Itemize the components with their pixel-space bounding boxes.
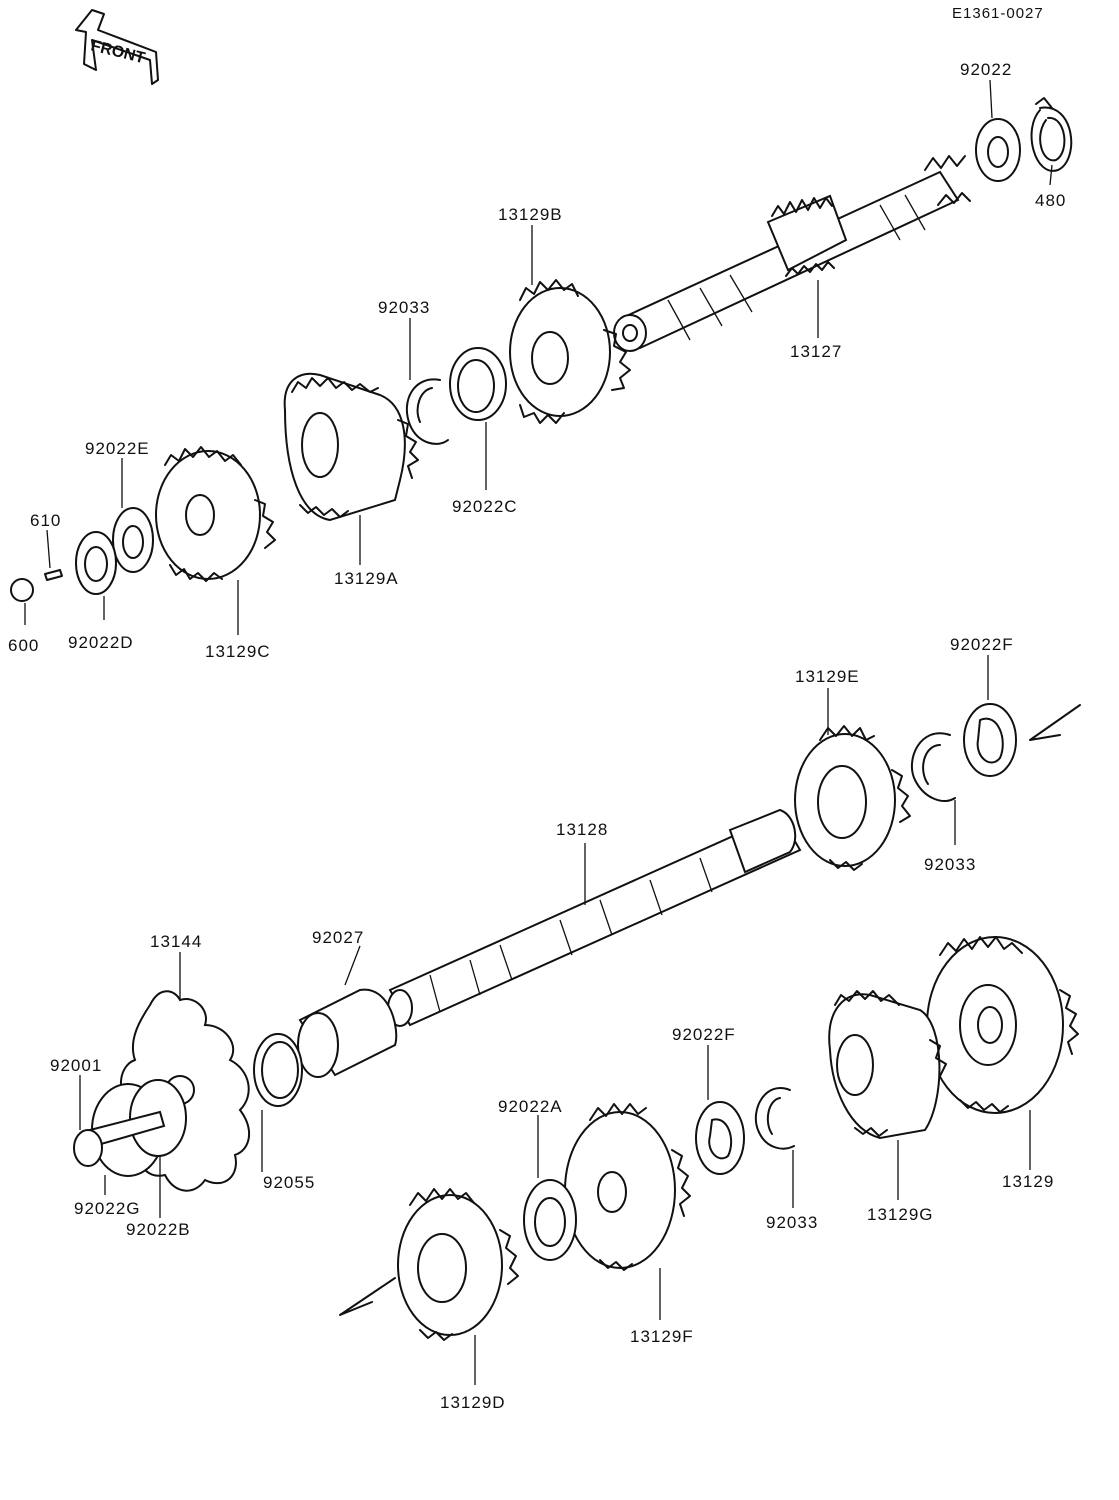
washer-92022F-top (963, 703, 1017, 777)
circlip-92033-mid (910, 732, 956, 802)
label-92027: 92027 (312, 928, 364, 947)
label-92055: 92055 (263, 1173, 315, 1192)
label-92022D: 92022D (68, 633, 134, 652)
gear-13129G (828, 990, 947, 1140)
label-13129G: 13129G (867, 1205, 934, 1224)
label-92022F-low: 92022F (672, 1025, 736, 1044)
label-13127: 13127 (790, 342, 842, 361)
label-92001: 92001 (50, 1056, 102, 1075)
ball-600 (10, 578, 34, 602)
label-92022F-top: 92022F (950, 635, 1014, 654)
gear-13129C (155, 446, 276, 582)
gear-13129F (564, 1103, 691, 1271)
pin-610 (44, 569, 63, 581)
gear-13129 (926, 936, 1079, 1114)
gear-13129D (397, 1188, 519, 1341)
label-92033-low: 92033 (766, 1213, 818, 1232)
washer-92022E (112, 507, 154, 573)
direction-arrow-icon (339, 1277, 396, 1316)
circlip-92033-upper (405, 378, 449, 445)
label-600: 600 (8, 636, 39, 655)
shaft-13128 (387, 808, 802, 1027)
front-arrow-icon: FRONT (75, 9, 159, 85)
shaft-13127 (613, 155, 971, 352)
washer-92022F-low (695, 1101, 745, 1175)
washer-92022 (975, 118, 1021, 182)
label-92022E: 92022E (85, 439, 150, 458)
bolt-92001 (73, 1110, 166, 1167)
label-92033-mid: 92033 (924, 855, 976, 874)
circlip-480 (1030, 97, 1073, 172)
gear-13129A (283, 372, 419, 522)
label-13129C: 13129C (205, 642, 271, 661)
washer-92022A (523, 1179, 577, 1261)
gear-13129B (509, 279, 631, 424)
label-92022B: 92022B (126, 1220, 191, 1239)
label-13129D: 13129D (440, 1393, 506, 1412)
gear-13129E (794, 725, 911, 871)
label-13129B: 13129B (498, 205, 563, 224)
sleeve-92027 (297, 988, 398, 1078)
leader-lines (24, 79, 1053, 1385)
label-13129F: 13129F (630, 1327, 694, 1346)
label-92022C: 92022C (452, 497, 518, 516)
label-13144: 13144 (150, 932, 202, 951)
direction-arrow-icon (1029, 704, 1081, 741)
label-480: 480 (1035, 191, 1066, 210)
part-labels: 92022 480 13129B 92033 13127 92022E 610 … (8, 60, 1066, 1412)
label-92022: 92022 (960, 60, 1012, 79)
washer-92022D (75, 531, 117, 595)
front-label: FRONT (89, 37, 147, 67)
washer-92022C (449, 347, 507, 421)
label-92033-upper: 92033 (378, 298, 430, 317)
label-13129A: 13129A (334, 569, 399, 588)
oring-92055 (253, 1033, 303, 1107)
label-92022G: 92022G (74, 1199, 141, 1218)
label-13129: 13129 (1002, 1172, 1054, 1191)
label-610: 610 (30, 511, 61, 530)
circlip-92033-low (754, 1087, 795, 1150)
diagram-code: E1361-0027 (952, 5, 1044, 22)
label-92022A: 92022A (498, 1097, 563, 1116)
label-13129E: 13129E (795, 667, 860, 686)
label-13128: 13128 (556, 820, 608, 839)
